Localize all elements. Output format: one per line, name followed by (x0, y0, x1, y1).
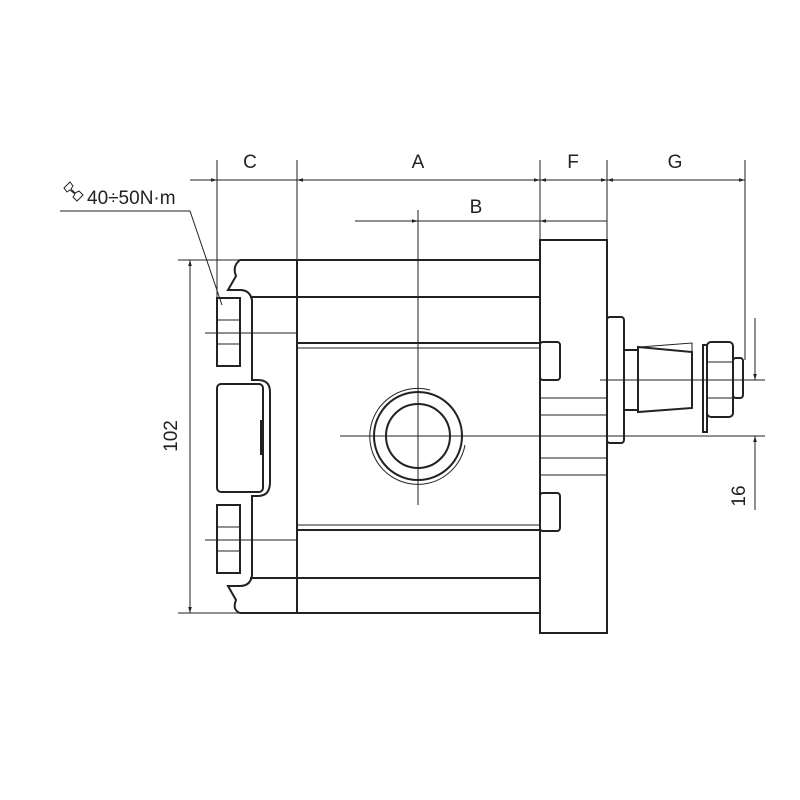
dimension-label-g: G (668, 152, 683, 173)
dimension-label-height: 102 (161, 420, 182, 452)
wrench-icon (63, 181, 84, 202)
dimension-label-f: F (567, 152, 579, 173)
centerlines (205, 210, 765, 541)
torque-note: 40÷50N·m (87, 188, 176, 209)
dimension-chain-top (190, 160, 746, 360)
dimension-label-a: A (412, 152, 425, 173)
dimension-label-c: C (243, 152, 257, 173)
dimension-label-shaft-offset: 16 (729, 485, 750, 506)
rear-cover (216, 259, 297, 614)
dimension-label-b: B (470, 197, 483, 218)
torque-leader-line (60, 210, 223, 306)
dimension-height (178, 259, 297, 614)
